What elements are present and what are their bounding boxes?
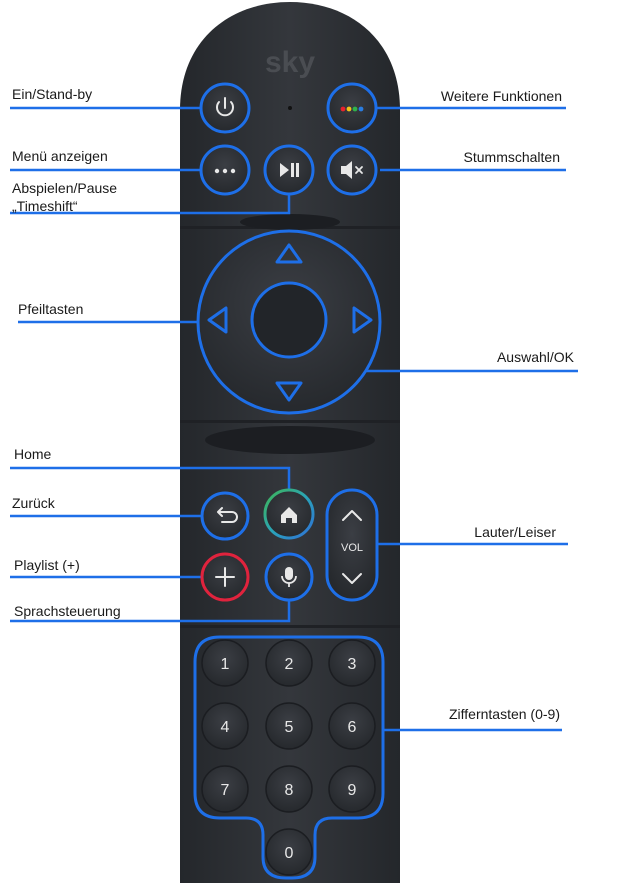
- indicator-led: [288, 106, 292, 110]
- digit-key-4[interactable]: 4: [201, 702, 249, 750]
- menu-dots-icon: [214, 168, 236, 174]
- body-seam: [180, 625, 400, 628]
- digit-label: 9: [348, 782, 357, 799]
- play-pause-icon: [280, 163, 299, 177]
- menu-button[interactable]: [199, 144, 251, 196]
- digit-key-0[interactable]: 0: [265, 828, 313, 876]
- plus-icon: [215, 567, 235, 587]
- label-timeshift: „Timeshift“: [12, 198, 78, 214]
- arrow-left-icon[interactable]: [207, 306, 228, 334]
- home-icon: [281, 507, 297, 523]
- back-button[interactable]: [200, 491, 250, 541]
- leader-lines: [10, 106, 578, 732]
- label-playlist: Playlist (+): [14, 557, 80, 573]
- play-pause-button[interactable]: [263, 144, 315, 196]
- digit-keys: 1 2 3 4 5 6 7 8 9 0: [201, 639, 376, 876]
- playlist-button[interactable]: [200, 552, 250, 602]
- digit-label: 7: [221, 782, 230, 799]
- arrow-right-icon[interactable]: [352, 306, 373, 334]
- sky-logo: sky: [265, 46, 315, 79]
- digit-label: 0: [285, 845, 294, 862]
- voice-button[interactable]: [264, 552, 314, 602]
- color-dot: [358, 106, 364, 112]
- digit-key-1[interactable]: 1: [201, 639, 249, 687]
- chevron-down-icon[interactable]: [342, 573, 362, 584]
- label-more-functions: Weitere Funktionen: [440, 88, 562, 104]
- digit-key-9[interactable]: 9: [328, 765, 376, 813]
- more-functions-icon: [340, 106, 364, 112]
- power-button[interactable]: [199, 82, 251, 134]
- label-arrows: Pfeiltasten: [18, 301, 84, 317]
- digit-label: 4: [221, 719, 230, 736]
- digit-key-2[interactable]: 2: [265, 639, 313, 687]
- digit-label: 6: [348, 719, 357, 736]
- power-icon: [216, 97, 234, 117]
- digit-key-3[interactable]: 3: [328, 639, 376, 687]
- label-back: Zurück: [12, 495, 55, 511]
- digit-key-7[interactable]: 7: [201, 765, 249, 813]
- label-power: Ein/Stand-by: [12, 86, 93, 102]
- body-seam: [180, 420, 400, 423]
- volume-rocker[interactable]: VOL: [325, 488, 379, 602]
- body-bump: [205, 426, 375, 454]
- digit-label: 1: [221, 656, 230, 673]
- ok-button[interactable]: [250, 281, 328, 359]
- microphone-icon: [281, 567, 297, 587]
- label-mute: Stummschalten: [463, 149, 560, 165]
- arrow-down-icon[interactable]: [275, 381, 303, 402]
- label-home: Home: [14, 446, 52, 462]
- label-volume: Lauter/Leiser: [474, 524, 556, 540]
- digit-label: 2: [285, 656, 294, 673]
- digit-key-5[interactable]: 5: [265, 702, 313, 750]
- digit-label: 8: [285, 782, 294, 799]
- arrow-up-icon[interactable]: [275, 243, 303, 264]
- label-voice: Sprachsteuerung: [14, 603, 121, 619]
- home-button[interactable]: [263, 488, 315, 540]
- label-digits: Zifferntasten (0-9): [448, 706, 560, 722]
- color-dot: [340, 106, 346, 112]
- color-dot: [346, 106, 352, 112]
- digit-label: 5: [285, 719, 294, 736]
- digits-highlight: [193, 635, 385, 880]
- label-play-pause: Abspielen/Pause: [12, 180, 118, 196]
- mute-icon: [341, 161, 363, 179]
- back-icon: [217, 507, 238, 523]
- more-functions-button[interactable]: [326, 82, 378, 134]
- digit-key-6[interactable]: 6: [328, 702, 376, 750]
- label-ok: Auswahl/OK: [496, 349, 574, 365]
- body-bump: [240, 214, 340, 230]
- digit-label: 3: [348, 656, 357, 673]
- digit-key-8[interactable]: 8: [265, 765, 313, 813]
- color-dot: [352, 106, 358, 112]
- mute-button[interactable]: [326, 144, 378, 196]
- label-menu: Menü anzeigen: [12, 148, 108, 164]
- vol-label: VOL: [341, 542, 363, 554]
- chevron-up-icon[interactable]: [342, 510, 362, 521]
